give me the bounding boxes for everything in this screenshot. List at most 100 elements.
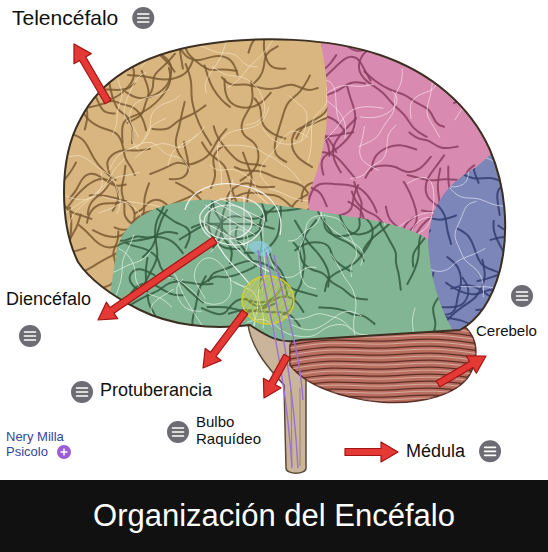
- gyrus-line: [65, 159, 124, 235]
- gyrus-line: [308, 82, 345, 131]
- gyri-set: [71, 172, 443, 394]
- part-label: Diencéfalo: [6, 289, 91, 310]
- menu-icon-bar: [138, 21, 149, 23]
- gyrus-line: [359, 69, 403, 147]
- gyrus-line: [504, 333, 539, 373]
- gyrus-line: [177, 279, 201, 311]
- gyrus-line: [364, 71, 444, 126]
- menu-icon-bar: [517, 291, 528, 293]
- cerebrum: [2, 0, 548, 434]
- folium-highlight: [285, 356, 480, 363]
- gyrus-line: [505, 223, 548, 280]
- menu-icon-bar: [25, 335, 36, 337]
- folium-highlight: [285, 405, 480, 412]
- part-label: Bulbo Raquídeo: [196, 413, 274, 448]
- caption-bar: [0, 480, 548, 552]
- gyrus-line: [66, 171, 102, 200]
- wire-hatch: [200, 195, 265, 246]
- gyrus-line: [292, 311, 362, 330]
- gyrus-line: [228, 39, 274, 88]
- wire-line: [185, 184, 281, 235]
- gyrus-line: [308, 183, 377, 212]
- gyrus-line: [53, 47, 134, 55]
- gyrus-line: [39, 88, 73, 128]
- menu-icon-bar: [173, 427, 184, 429]
- gyrus-line: [302, 86, 346, 138]
- folium-highlight: [285, 363, 480, 370]
- gyrus-line: [159, 277, 231, 305]
- gyrus-line: [300, 80, 339, 122]
- plus-icon: [57, 445, 71, 459]
- gyrus-line: [230, 95, 315, 142]
- gyrus-line: [260, 131, 308, 185]
- gyri-set: [49, 139, 482, 433]
- caption-holder: Organización del Encéfalo: [0, 480, 548, 552]
- gyrus-line: [57, 172, 140, 228]
- gyrus-line: [407, 217, 438, 284]
- menu-icon: [19, 325, 41, 347]
- pointer-arrow: [74, 44, 111, 104]
- gyrus-line: [396, 340, 415, 389]
- folium-line: [285, 388, 480, 395]
- gyrus-line: [66, 208, 117, 272]
- gyrus-line: [291, 152, 355, 180]
- gyrus-line: [361, 164, 443, 195]
- gyrus-line: [326, 216, 356, 277]
- menu-icon-bar: [485, 451, 496, 453]
- frontal-parietal-fill: [40, 20, 530, 360]
- gyrus-line: [122, 68, 170, 143]
- menu-icon-disc: [132, 7, 154, 29]
- menu-icon: [132, 7, 154, 29]
- gyrus-line: [324, 193, 360, 236]
- gyrus-line: [212, 66, 264, 124]
- gyrus-line: [205, 66, 230, 107]
- gyrus-line: [194, 258, 245, 299]
- third-ventricle: [248, 241, 272, 256]
- gyrus-line: [161, 0, 180, 49]
- label-anchor: Telencéfalo: [12, 6, 118, 30]
- folium-line: [285, 346, 480, 353]
- gyrus-line: [254, 98, 285, 138]
- menu-icon-bar: [77, 391, 88, 393]
- gyrus-line: [457, 77, 505, 121]
- label-anchor: Nery Milla Psicolo: [6, 430, 78, 460]
- menu-icon-bar: [517, 299, 528, 301]
- gyrus-line: [55, 38, 72, 88]
- author-watermark: Nery Milla Psicolo: [6, 430, 78, 460]
- gyrus-line: [240, 328, 267, 368]
- menu-icon-disc: [167, 421, 189, 443]
- menu-icon-bar: [25, 339, 36, 341]
- gyrus-line: [124, 72, 146, 150]
- pointer-arrow: [345, 442, 398, 462]
- menu-icon-disc: [19, 325, 41, 347]
- gyrus-line: [89, 191, 149, 208]
- tract-line: [258, 250, 303, 468]
- gyrus-line: [473, 96, 489, 183]
- gyrus-line: [296, 92, 330, 139]
- menu-icon-disc: [511, 285, 533, 307]
- part-label: Protuberancia: [100, 380, 212, 401]
- label-anchor: Protuberancia: [100, 380, 212, 401]
- pointer-arrow: [98, 237, 217, 320]
- folium-line: [285, 402, 480, 409]
- part-label: Cerebelo: [476, 322, 537, 339]
- gyrus-line: [186, 64, 212, 145]
- label-anchor: Cerebelo: [476, 322, 537, 339]
- menu-icons: [19, 7, 533, 462]
- gyrus-line: [148, 54, 175, 96]
- menu-icon-bar: [138, 13, 149, 15]
- gyrus-line: [264, 32, 285, 68]
- menu-icon-bar: [25, 331, 36, 333]
- gyrus-line: [427, 197, 452, 244]
- gyrus-line: [409, 132, 457, 148]
- gyrus-line: [371, 145, 416, 170]
- gyrus-line: [241, 82, 259, 181]
- gyrus-line: [505, 211, 548, 250]
- menu-icon: [71, 381, 93, 403]
- occipital-fill: [428, 120, 530, 340]
- menu-icon-bar: [485, 455, 496, 457]
- gyrus-line: [274, 324, 351, 337]
- cerebrum-outline: [64, 39, 505, 341]
